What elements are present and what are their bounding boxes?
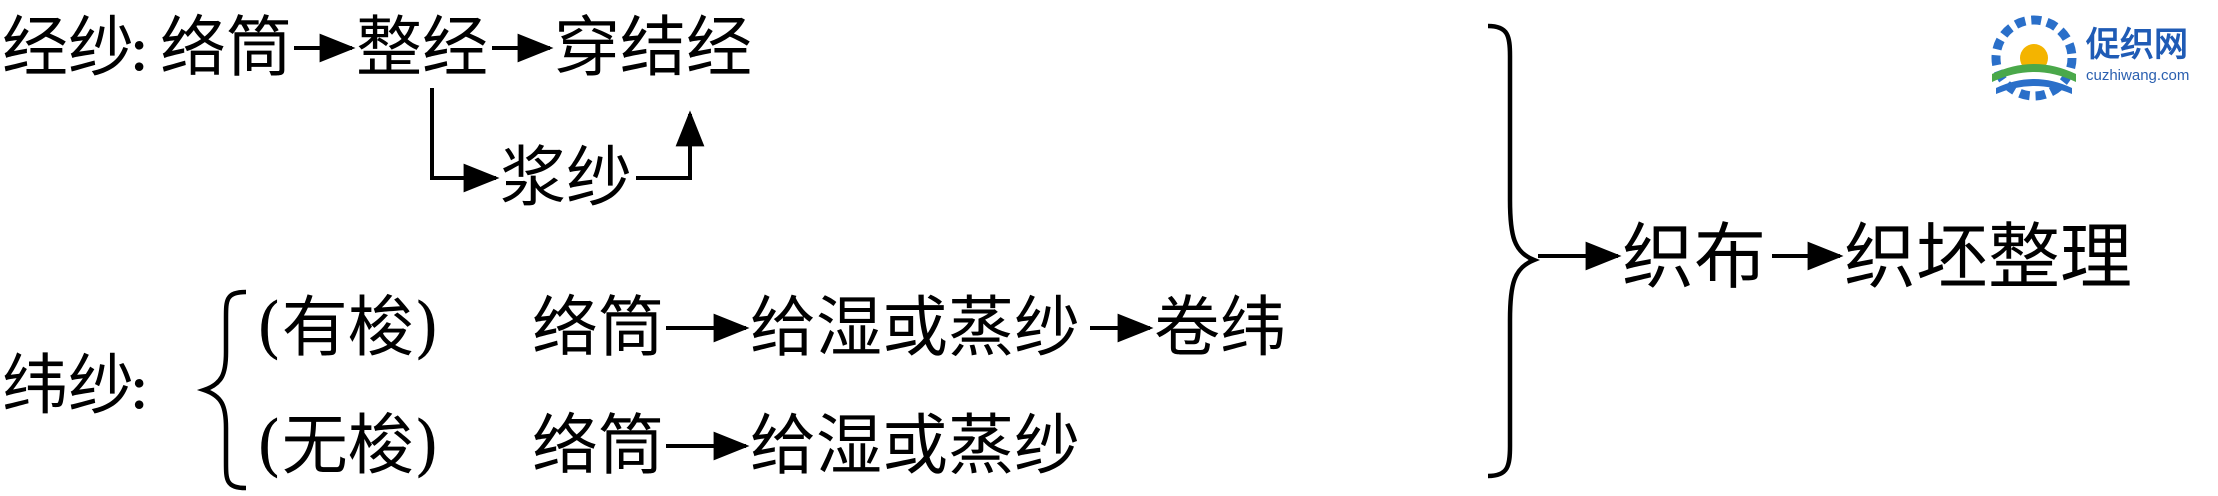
- weft-shuttleless-step-damping: 给湿或蒸纱: [750, 407, 1080, 484]
- weft-shuttle-prefix: (有梭): [256, 289, 440, 366]
- wave-icon: [1996, 79, 2072, 94]
- weft-colon: :: [128, 347, 150, 424]
- weft-shuttleless-prefix: (无梭): [256, 407, 440, 484]
- merge-step-grey-cloth-finishing: 织坯整理: [1844, 215, 2132, 299]
- watermark-url: cuzhiwang.com: [2086, 67, 2189, 84]
- weft-shuttle-step-damping: 给湿或蒸纱: [750, 289, 1080, 366]
- arrow-sizing-to-drawing-in: [636, 110, 705, 180]
- weft-label: 纬纱: [2, 347, 134, 424]
- merge-step-weaving: 织布: [1622, 215, 1766, 299]
- weft-shuttle-step-winding: 络筒: [532, 289, 664, 366]
- warp-step-warping: 整经: [356, 9, 488, 86]
- warp-step-drawing-in: 穿结经: [554, 9, 752, 86]
- weft-shuttleless-step-winding: 络筒: [532, 407, 664, 484]
- warp-label: 经纱: [2, 9, 134, 86]
- weft-left-brace: [196, 289, 247, 491]
- merge-right-brace: [1487, 23, 1541, 479]
- warp-branch-sizing: 浆纱: [500, 139, 632, 216]
- warp-step-winding: 络筒: [160, 9, 292, 86]
- watermark-title: 促织网: [2085, 25, 2188, 65]
- arrow-warping-to-sizing: [430, 88, 500, 193]
- warp-colon: :: [128, 9, 150, 86]
- watermark-logo: 促织网 cuzhiwang.com: [1991, 15, 2189, 101]
- field-icon: [1992, 64, 2076, 82]
- weft-shuttle-step-pirn-winding: 卷纬: [1154, 289, 1286, 366]
